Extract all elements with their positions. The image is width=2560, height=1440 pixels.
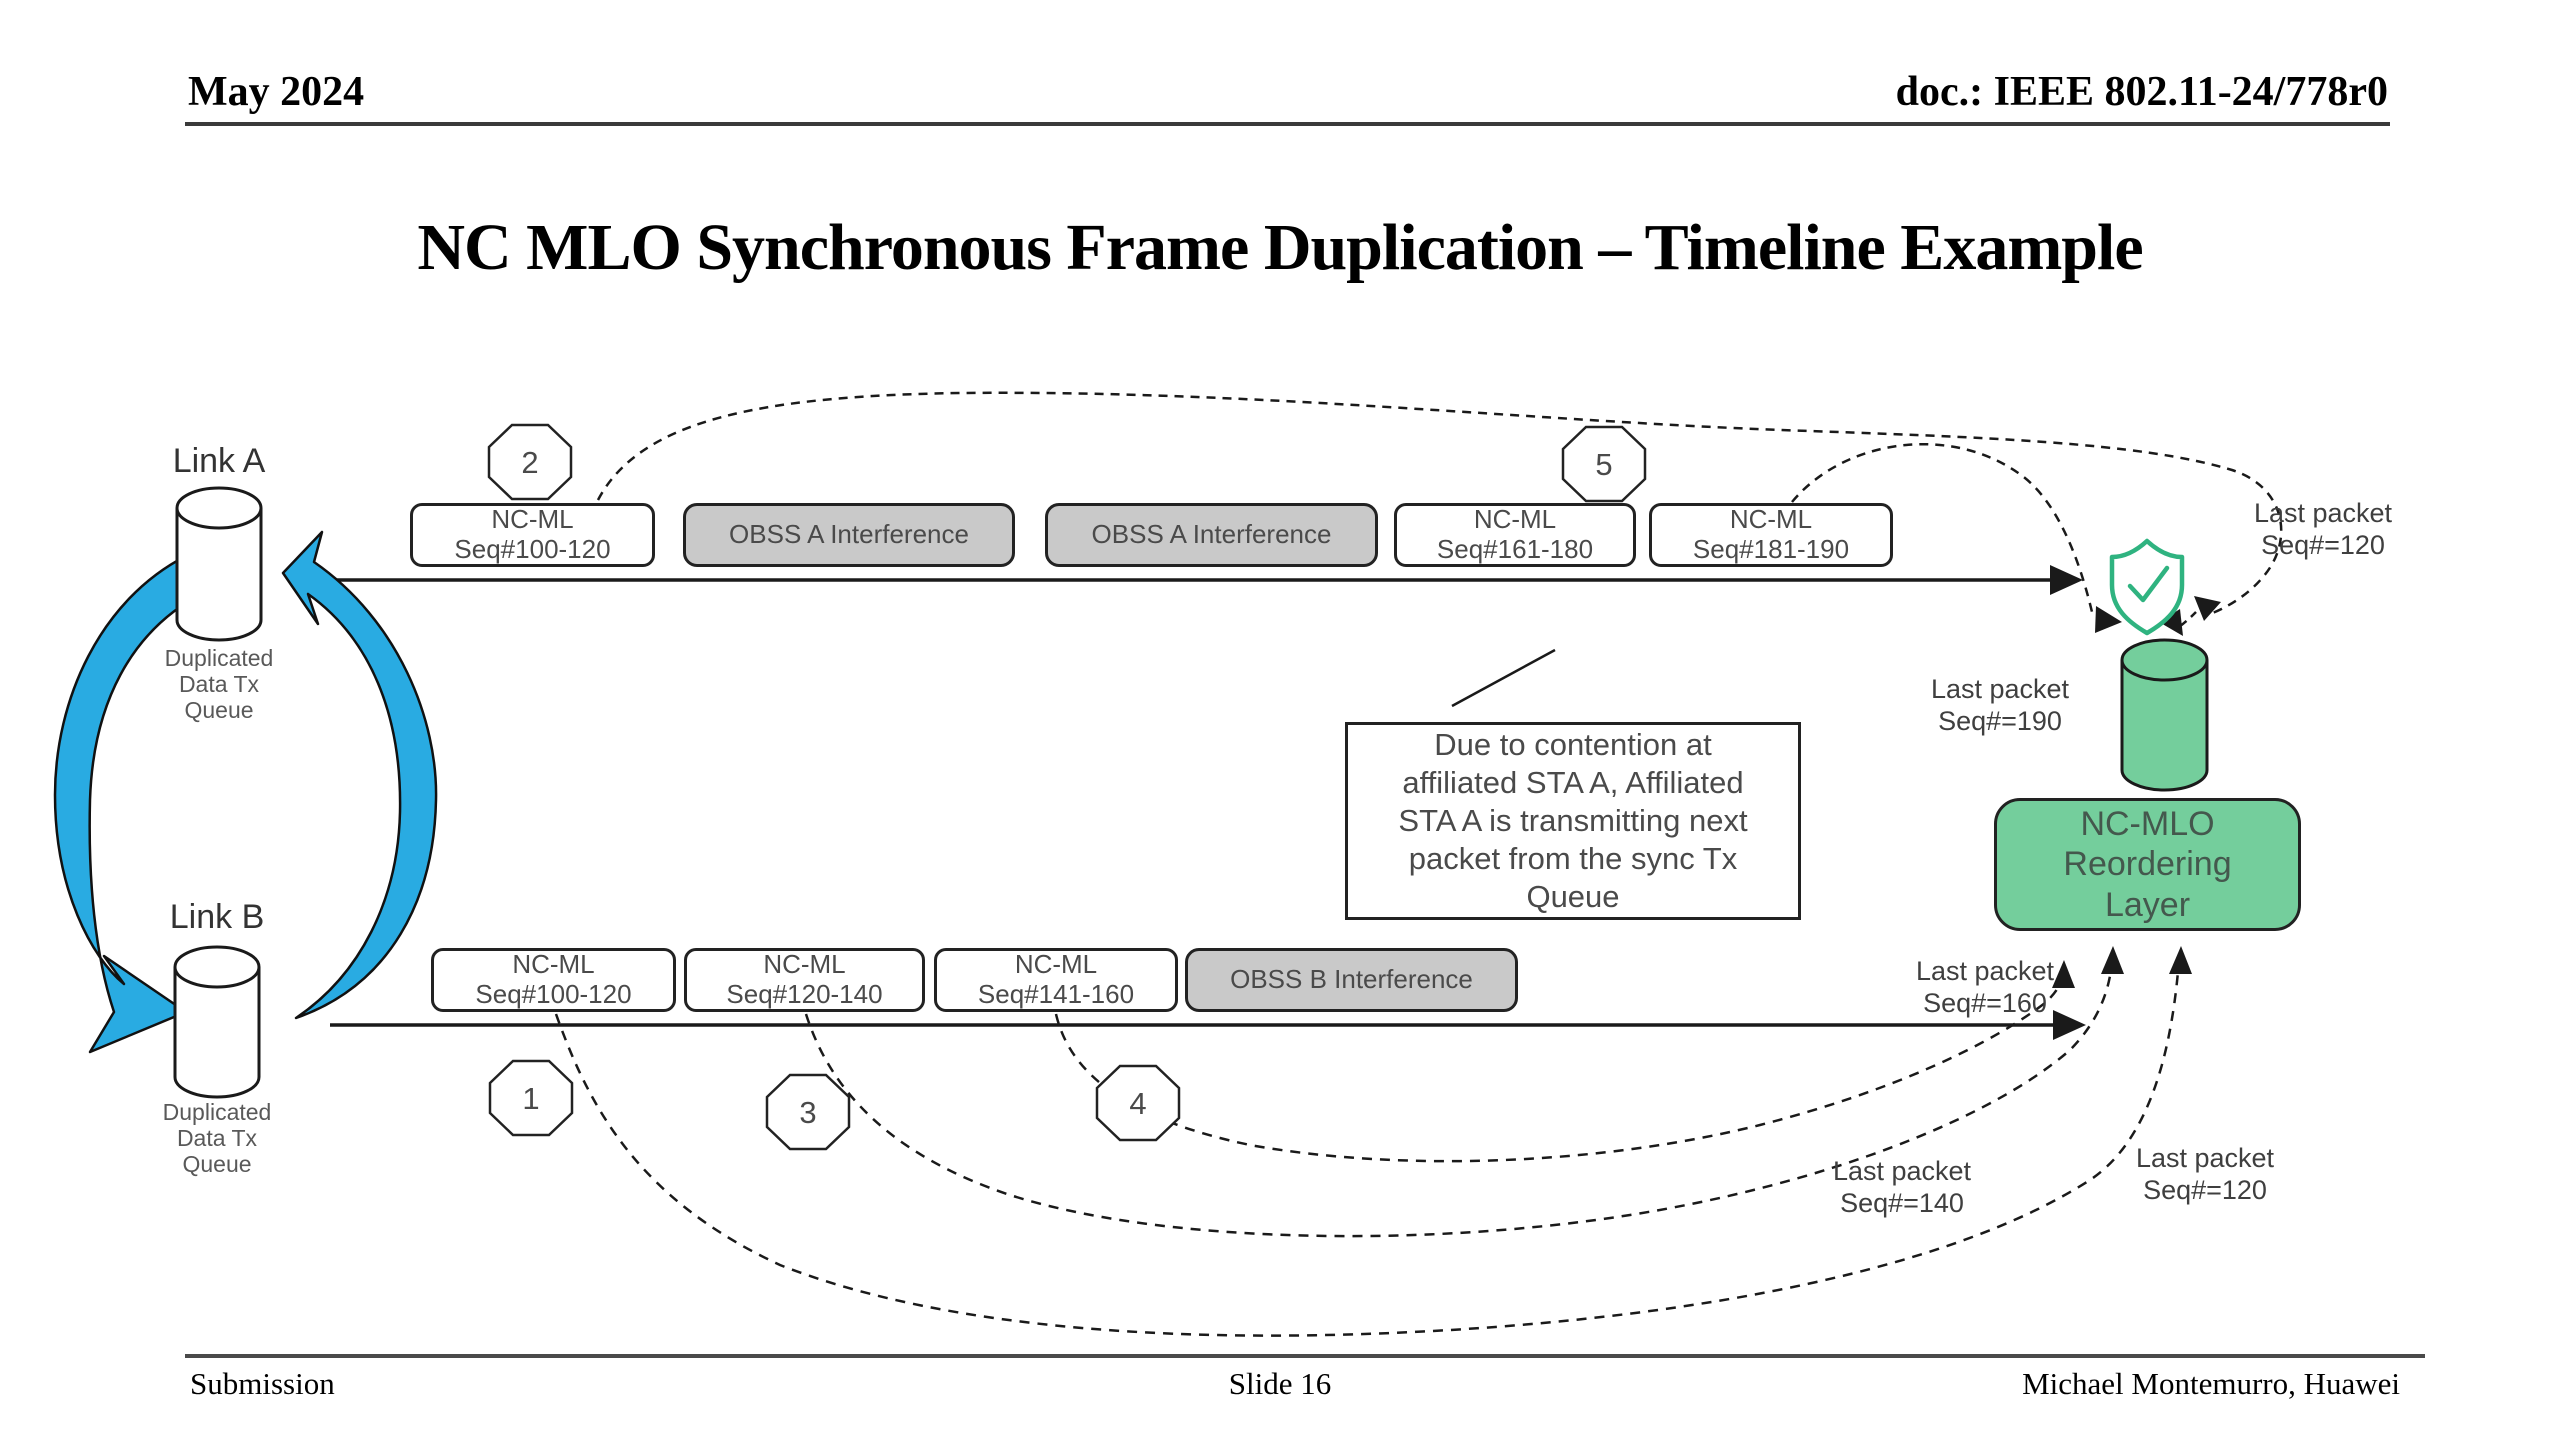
dashed-flow-linkb-120-140 xyxy=(804,959,2114,1238)
arrowhead-flow-160 xyxy=(2052,960,2075,988)
segment-linkb-ncml-120-140: NC-ML Seq#120-140 xyxy=(684,948,925,1012)
callout-connector-line xyxy=(1451,648,1556,708)
arrowhead-flow-120-top xyxy=(2194,596,2221,621)
slide-title: NC MLO Synchronous Frame Duplication – T… xyxy=(417,211,2143,284)
segment-linkb-ncml-100-120: NC-ML Seq#100-120 xyxy=(431,948,676,1012)
arrowhead-flow-120-bottom xyxy=(2169,946,2192,974)
marker-1: 1 xyxy=(488,1059,574,1137)
arrowhead-flow-190 xyxy=(2095,606,2122,633)
arrowhead-flow-140 xyxy=(2101,946,2124,974)
link-a-timeline-arrowhead xyxy=(2050,565,2083,595)
link-a-queue-cylinder xyxy=(175,486,263,642)
footer-author: Michael Montemurro, Huawei xyxy=(2022,1366,2400,1401)
header-rule xyxy=(185,122,2390,126)
header-date: May 2024 xyxy=(188,69,365,115)
last-packet-120-bottom-label: Last packet Seq#=120 xyxy=(2135,1143,2275,1205)
shield-check-icon xyxy=(2109,538,2185,636)
link-b-timeline-arrowhead xyxy=(2053,1010,2086,1040)
dashed-stub-to-queue xyxy=(2175,611,2197,631)
svg-text:3: 3 xyxy=(799,1095,816,1130)
segment-linka-ncml-100-120: NC-ML Seq#100-120 xyxy=(410,503,655,567)
link-b-label: Link B xyxy=(169,898,265,936)
last-packet-160-label: Last packet Seq#=160 xyxy=(1915,956,2055,1018)
marker-2: 2 xyxy=(487,423,573,501)
arrowhead-stub-queue xyxy=(2159,609,2183,636)
segment-linka-ncml-161-180: NC-ML Seq#161-180 xyxy=(1394,503,1636,567)
dashed-flow-linka-100-120 xyxy=(596,391,2283,616)
footer-slide-number: Slide 16 xyxy=(1228,1366,1332,1401)
segment-linka-ncml-181-190: NC-ML Seq#181-190 xyxy=(1649,503,1893,567)
segment-linka-obss-2: OBSS A Interference xyxy=(1045,503,1378,567)
svg-text:5: 5 xyxy=(1595,447,1612,482)
reordering-queue-cylinder xyxy=(2120,638,2209,792)
link-a-label: Link A xyxy=(172,442,266,480)
last-packet-120-top-label: Last packet Seq#=120 xyxy=(2253,498,2393,560)
svg-text:1: 1 xyxy=(522,1081,539,1116)
link-a-queue-label: Duplicated Data Tx Queue xyxy=(164,645,274,723)
duplication-arrow-b-to-a xyxy=(281,530,438,1020)
contention-callout: Due to contention at affiliated STA A, A… xyxy=(1345,722,1801,920)
link-b-queue-label: Duplicated Data Tx Queue xyxy=(162,1099,272,1177)
marker-4: 4 xyxy=(1095,1064,1181,1142)
footer-rule xyxy=(185,1354,2425,1358)
marker-5: 5 xyxy=(1561,425,1647,503)
dashed-flow-linkb-100-120 xyxy=(554,959,2181,1337)
link-b-queue-cylinder xyxy=(173,945,261,1099)
segment-linkb-obss: OBSS B Interference xyxy=(1185,948,1518,1012)
svg-text:4: 4 xyxy=(1129,1086,1146,1121)
segment-linka-obss-1: OBSS A Interference xyxy=(683,503,1015,567)
svg-text:2: 2 xyxy=(521,445,538,480)
nc-mlo-reordering-layer: NC-MLO Reordering Layer xyxy=(1994,798,2301,931)
last-packet-140-label: Last packet Seq#=140 xyxy=(1832,1156,1972,1218)
header-doc-number: doc.: IEEE 802.11-24/778r0 xyxy=(1895,69,2388,115)
footer-submission: Submission xyxy=(190,1366,335,1401)
dashed-flow-linka-181-190 xyxy=(1791,442,2094,613)
last-packet-190-label: Last packet Seq#=190 xyxy=(1930,674,2070,736)
marker-3: 3 xyxy=(765,1073,851,1151)
segment-linkb-ncml-141-160: NC-ML Seq#141-160 xyxy=(934,948,1178,1012)
